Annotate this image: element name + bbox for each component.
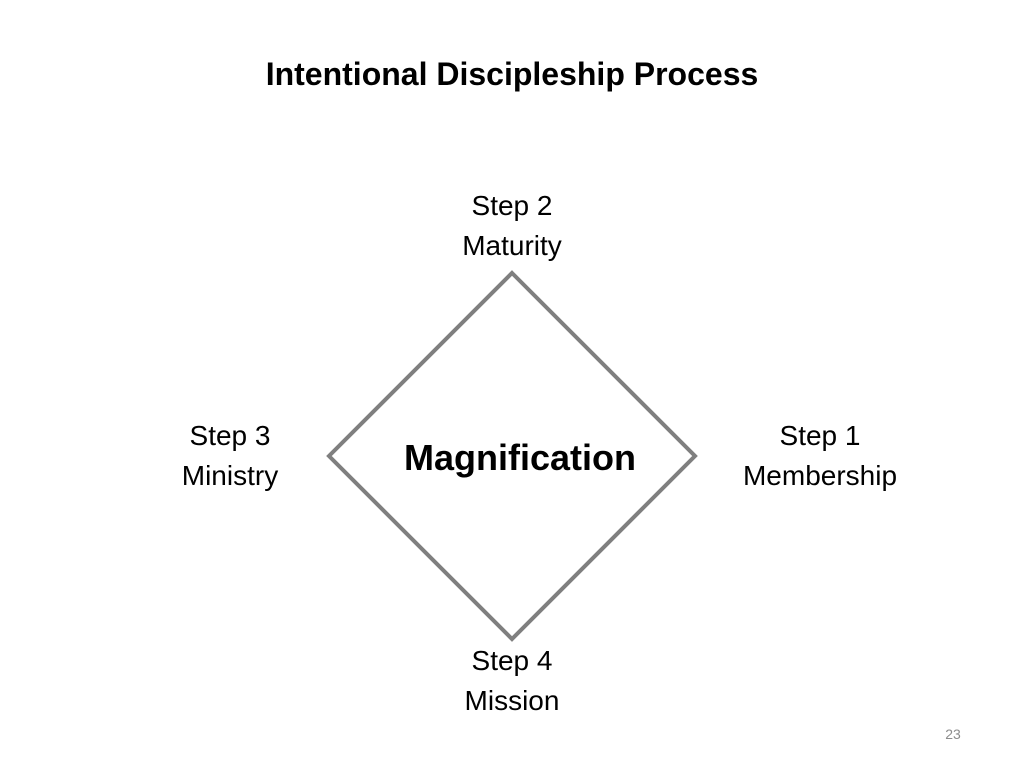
step-top-label: Step 2 Maturity bbox=[412, 186, 612, 266]
page-number: 23 bbox=[945, 726, 961, 742]
step-name: Mission bbox=[464, 685, 560, 716]
step-right-label: Step 1 Membership bbox=[700, 416, 940, 496]
step-name: Maturity bbox=[462, 230, 562, 261]
center-label: Magnification bbox=[404, 437, 636, 478]
step-left-label: Step 3 Ministry bbox=[130, 416, 330, 496]
step-number: Step 2 bbox=[471, 190, 553, 221]
slide-title: Intentional Discipleship Process bbox=[265, 56, 759, 92]
step-bottom-label: Step 4 Mission bbox=[412, 641, 612, 721]
step-number: Step 1 bbox=[779, 420, 861, 451]
step-number: Step 3 bbox=[189, 420, 271, 451]
step-number: Step 4 bbox=[471, 645, 553, 676]
step-name: Membership bbox=[742, 460, 898, 491]
step-name: Ministry bbox=[181, 460, 279, 491]
diamond-shape bbox=[326, 270, 698, 642]
